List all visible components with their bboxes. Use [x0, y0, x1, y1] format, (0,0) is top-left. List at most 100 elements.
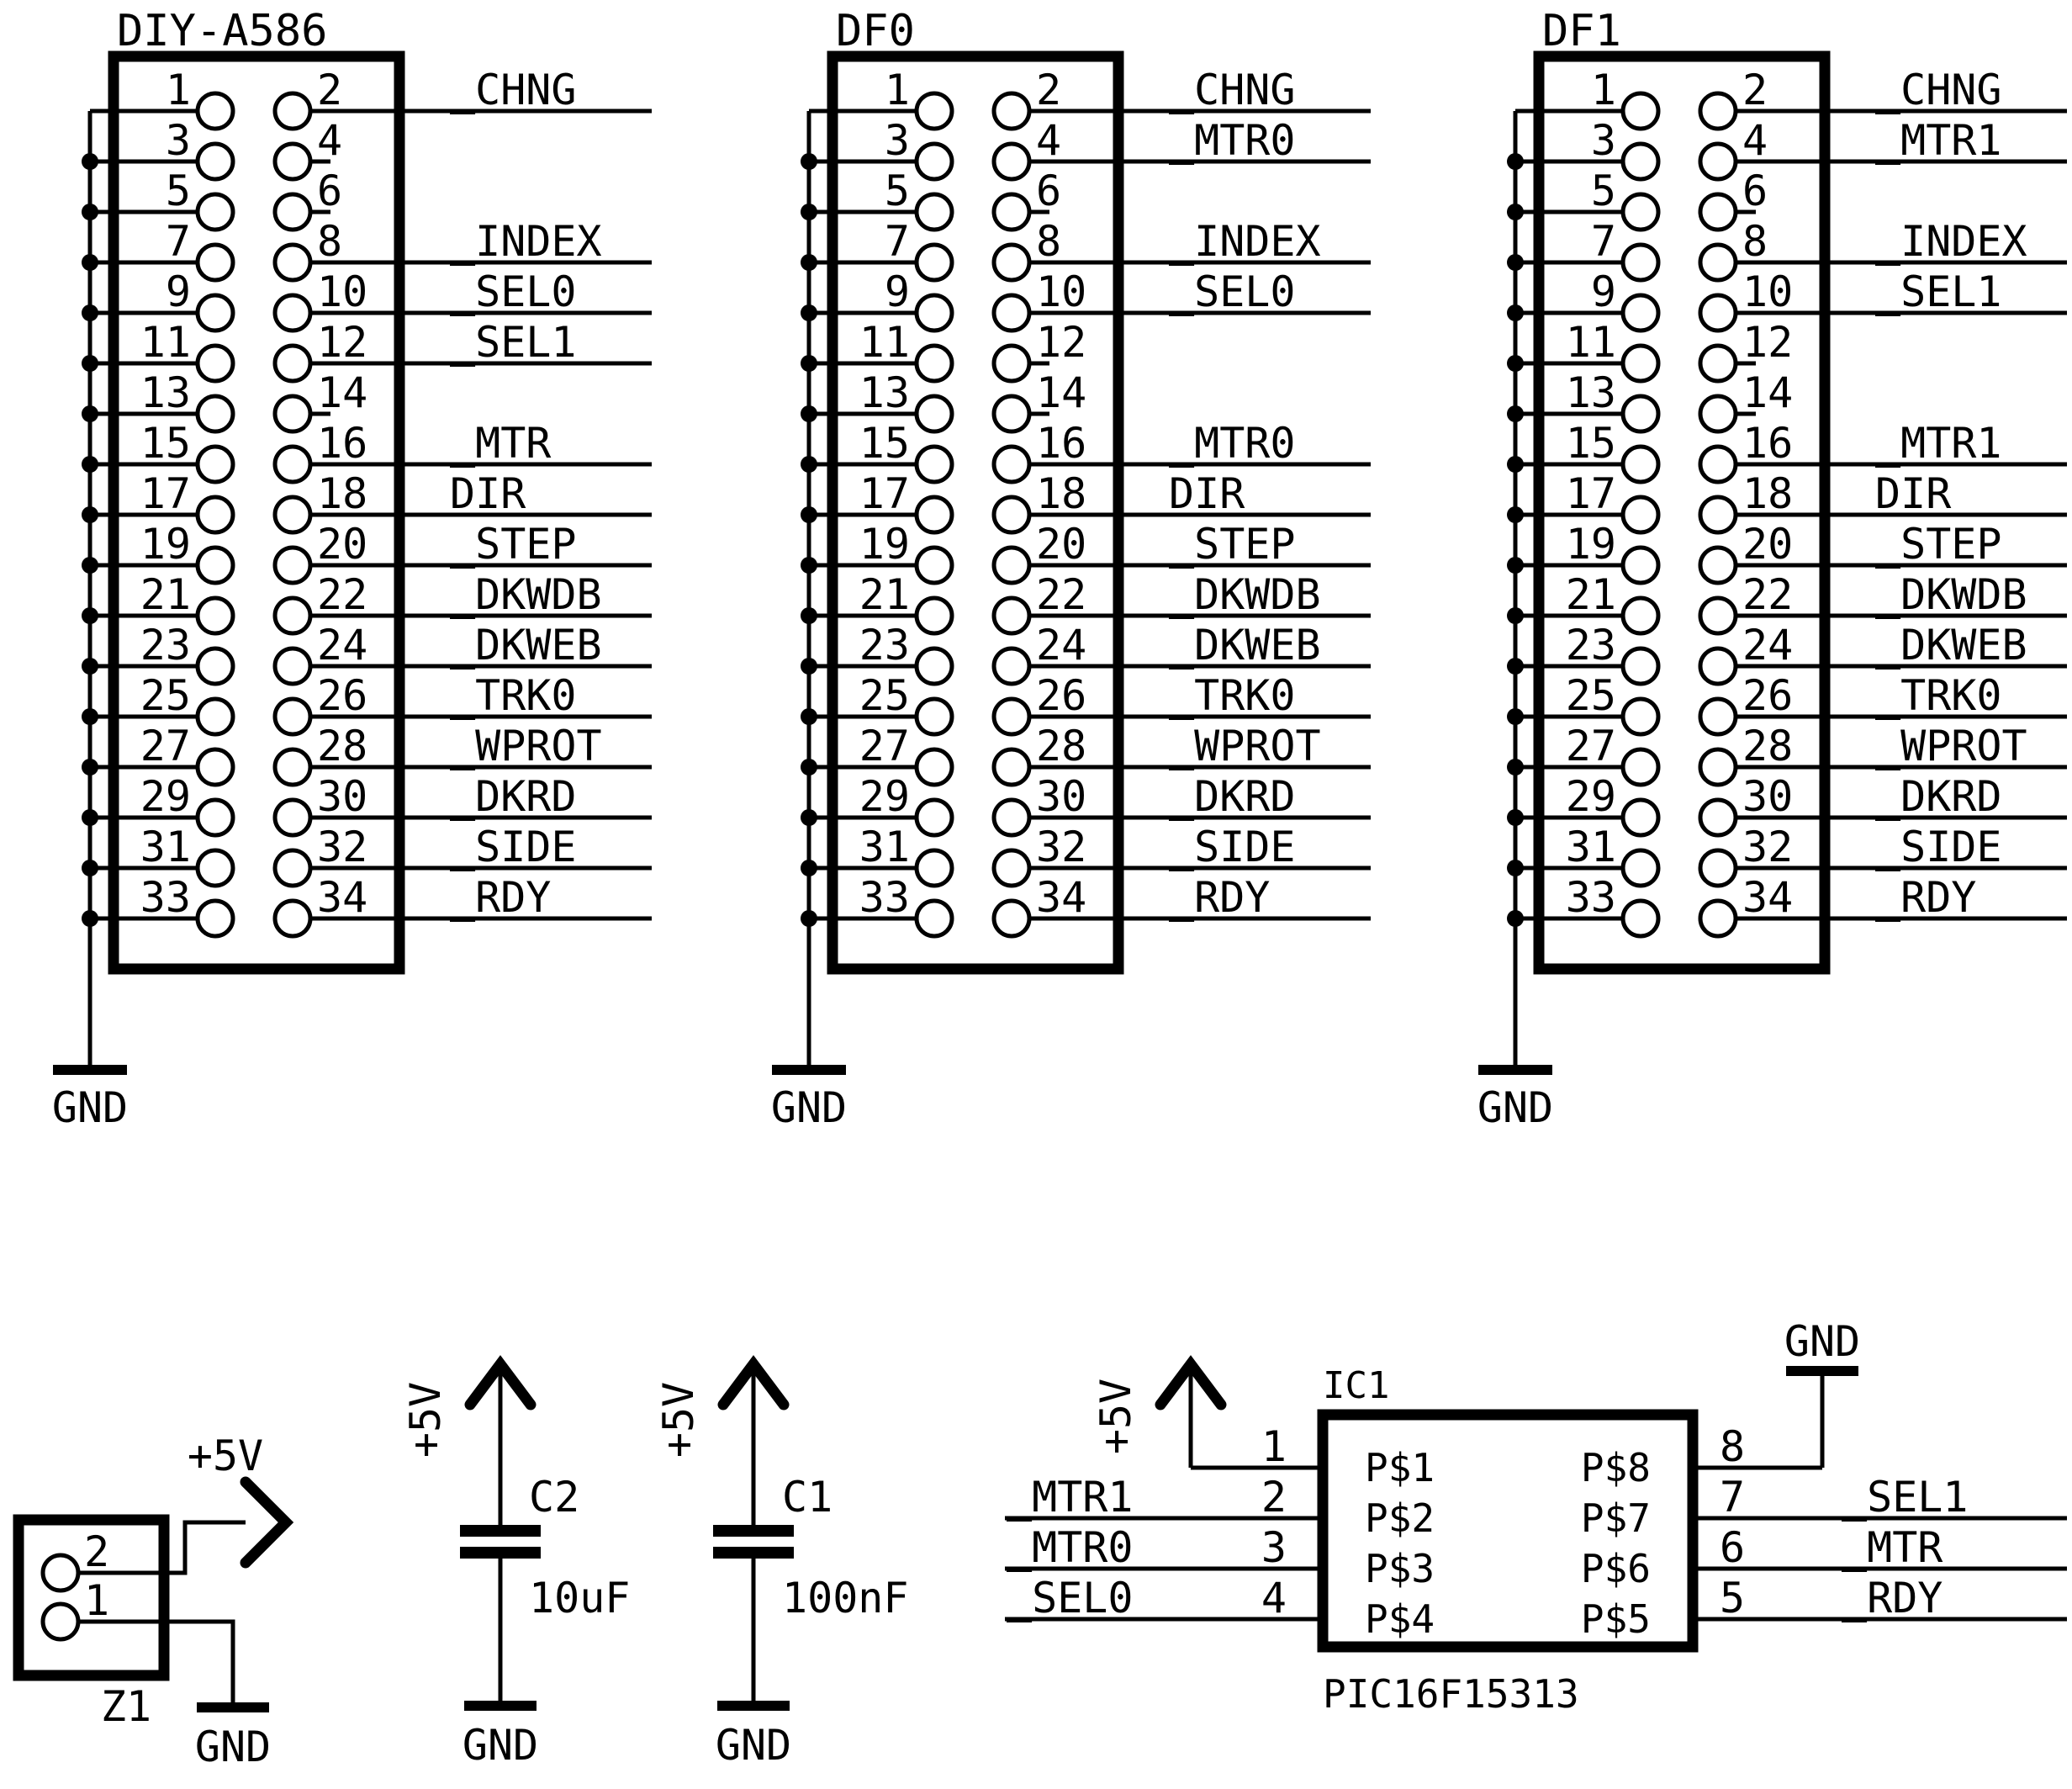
pin-number: 25 [140, 671, 191, 720]
pin-number: 27 [1566, 722, 1616, 770]
component-ref: C2 [529, 1473, 579, 1522]
pin-circle [195, 91, 235, 131]
pin-number: 3 [885, 116, 910, 165]
pin-number: 15 [140, 419, 191, 468]
pin-number: 23 [859, 621, 910, 670]
signal-label: DIR [1875, 469, 1952, 518]
pin-number: 3 [166, 116, 191, 165]
power-wire [78, 1520, 246, 1575]
pin-circle [272, 495, 313, 535]
pin-number: 7 [885, 217, 910, 266]
pin-circle [40, 1553, 81, 1593]
pin-number: 1 [84, 1576, 109, 1625]
pin-circle [272, 444, 313, 484]
capacitor-plate [713, 1547, 794, 1559]
pin-circle [272, 848, 313, 888]
pin-number: 31 [859, 823, 910, 871]
pin-circle [1698, 444, 1738, 484]
signal-label: _DKWDB [1875, 570, 2027, 619]
pin-number: 18 [1036, 469, 1086, 518]
pin-circle [195, 595, 235, 636]
pin-number: 5 [166, 167, 191, 215]
pin-number: 1 [885, 66, 910, 114]
plus5v-arrow-icon [1155, 1355, 1227, 1411]
junction-dot [1507, 759, 1524, 775]
pin-number: 30 [317, 772, 367, 821]
pin-number: 20 [1036, 520, 1086, 569]
ic-pin-number: 2 [1261, 1473, 1287, 1522]
pin-circle [991, 192, 1032, 232]
pin-circle [195, 797, 235, 838]
ic-pin-number: 1 [1261, 1422, 1287, 1471]
component-ref: C1 [782, 1473, 832, 1522]
pin-number: 27 [140, 722, 191, 770]
pin-circle [914, 242, 954, 283]
plus5v-arrow-icon [240, 1476, 294, 1569]
signal-label: _DKWEB [450, 621, 602, 670]
signal-label: _SEL0 [1169, 267, 1296, 316]
junction-dot [801, 405, 817, 422]
ic-part-number: PIC16F15313 [1323, 1671, 1579, 1717]
pin-number: 18 [317, 469, 367, 518]
pin-circle [1698, 696, 1738, 737]
signal-label: _TRK0 [1875, 671, 2002, 720]
pin-circle [991, 444, 1032, 484]
pin-circle [195, 495, 235, 535]
pin-circle [914, 747, 954, 787]
junction-dot [801, 456, 817, 473]
ic-pin-number: 8 [1720, 1422, 1745, 1471]
pin-circle [1620, 141, 1661, 182]
pin-circle [272, 293, 313, 333]
junction-dot [801, 759, 817, 775]
pin-circle [1698, 595, 1738, 636]
pin-number: 31 [1566, 823, 1616, 871]
pin-circle [195, 848, 235, 888]
capacitor-plate [713, 1525, 794, 1537]
pin-circle [1620, 444, 1661, 484]
ground-label: GND [52, 1083, 128, 1132]
pin-circle [272, 696, 313, 737]
pin-circle [1620, 646, 1661, 686]
junction-dot [82, 860, 98, 876]
signal-label: _MTR0 [1007, 1523, 1134, 1572]
signal-label: _SIDE [450, 823, 577, 871]
ic-pin-number: 6 [1720, 1523, 1745, 1572]
pin-circle [195, 444, 235, 484]
signal-label: _CHNG [1169, 66, 1296, 114]
pin-number: 25 [859, 671, 910, 720]
pin-circle [195, 646, 235, 686]
pin-circle [1620, 495, 1661, 535]
pin-circle [1620, 192, 1661, 232]
pin-number: 9 [166, 267, 191, 316]
pin-circle [991, 394, 1032, 434]
ic-pin-number: 5 [1720, 1574, 1745, 1622]
pin-circle [195, 192, 235, 232]
pin-circle [1620, 747, 1661, 787]
junction-dot [1507, 557, 1524, 574]
pin-circle [195, 242, 235, 283]
signal-label: _DKRD [450, 772, 577, 821]
junction-dot [82, 759, 98, 775]
pin-number: 19 [1566, 520, 1616, 569]
pin-circle [914, 646, 954, 686]
pin-number: 17 [1566, 469, 1616, 518]
pin-number: 11 [1566, 318, 1616, 367]
junction-dot [82, 355, 98, 372]
pin-number: 16 [1036, 419, 1086, 468]
signal-label: _DKWEB [1875, 621, 2027, 670]
signal-label: _STEP [450, 520, 577, 569]
pin-circle [272, 898, 313, 939]
junction-dot [801, 809, 817, 826]
pin-circle [1698, 293, 1738, 333]
pin-number: 28 [317, 722, 367, 770]
pin-circle [1620, 91, 1661, 131]
pin-circle [1620, 242, 1661, 283]
pin-circle [272, 797, 313, 838]
pin-number: 7 [166, 217, 191, 266]
pin-number: 33 [140, 873, 191, 922]
pin-number: 1 [1591, 66, 1616, 114]
pin-circle [195, 293, 235, 333]
junction-dot [801, 708, 817, 725]
junction-dot [82, 506, 98, 523]
